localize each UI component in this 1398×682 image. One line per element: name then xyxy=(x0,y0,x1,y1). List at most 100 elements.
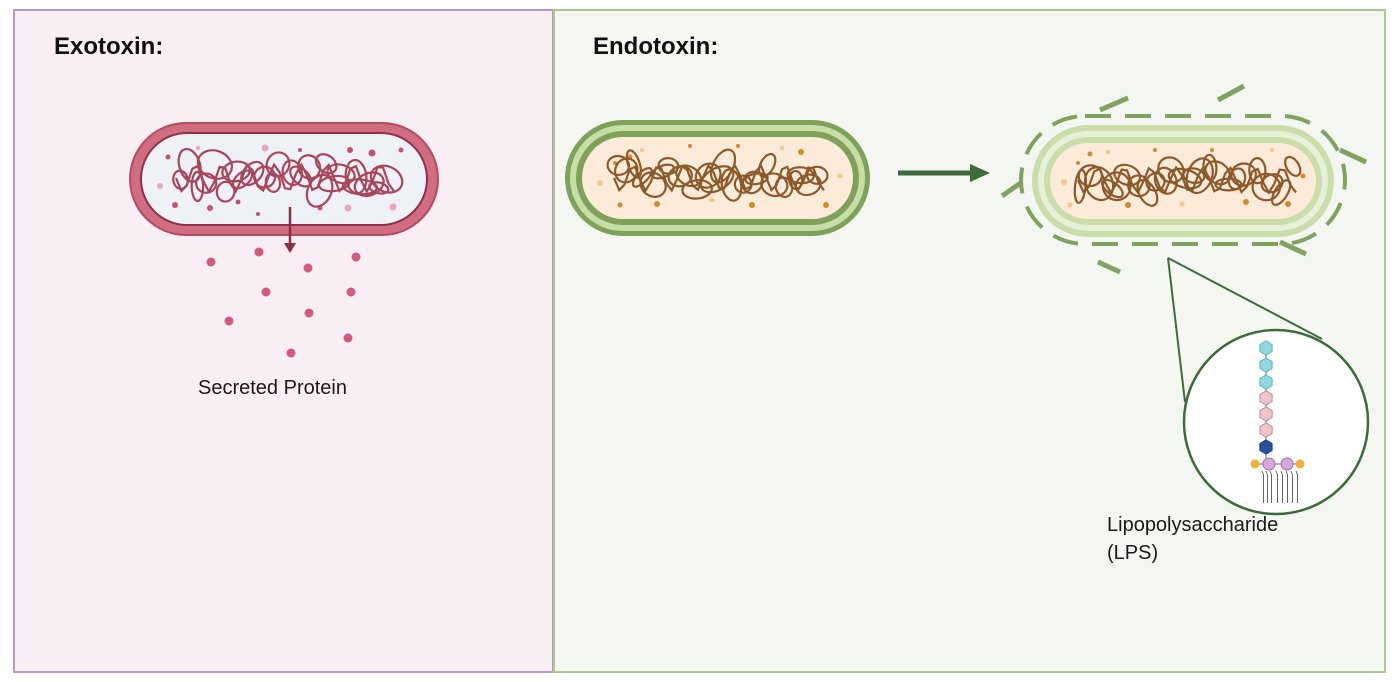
granule xyxy=(1106,150,1110,154)
secreted-proteins xyxy=(206,247,361,358)
lps-label-line1: Lipopolysaccharide xyxy=(1107,514,1279,536)
granule xyxy=(597,180,603,186)
dna-loop xyxy=(305,173,334,208)
granule xyxy=(613,161,617,165)
endotoxin-bacterium-lysing xyxy=(1019,114,1347,246)
granule xyxy=(736,144,740,148)
kdo-sugar xyxy=(1259,439,1273,455)
secreted-protein xyxy=(261,287,271,297)
granule xyxy=(1243,199,1249,205)
dna-loop xyxy=(369,164,404,194)
secreted-protein xyxy=(343,333,353,343)
phosphate-group xyxy=(1250,459,1260,469)
secreted-protein xyxy=(303,263,313,273)
phosphate-group xyxy=(1295,459,1305,469)
core-sugar xyxy=(1259,390,1273,406)
granule xyxy=(398,147,404,153)
granule xyxy=(196,146,200,150)
o-antigen-sugar xyxy=(1259,340,1273,356)
o-antigen-sugar xyxy=(1259,374,1273,390)
granule xyxy=(1125,202,1131,208)
lps-molecule xyxy=(1250,340,1305,503)
granule xyxy=(172,202,178,208)
dna-loop xyxy=(1101,171,1132,202)
granule xyxy=(235,199,241,205)
granule xyxy=(640,148,644,152)
exotoxin-bacterium xyxy=(129,122,439,236)
dna-loop xyxy=(196,149,233,180)
secreted-protein xyxy=(304,308,314,318)
nucleoid-dna xyxy=(606,148,829,202)
dna-loop xyxy=(265,151,291,178)
granule xyxy=(347,147,353,153)
granule xyxy=(157,183,163,189)
dna-loop xyxy=(1113,163,1142,187)
granule xyxy=(654,201,660,207)
dna-loop xyxy=(195,172,218,194)
dna-loop xyxy=(326,163,356,185)
lipid-a-glucosamine xyxy=(1280,457,1294,471)
granule xyxy=(837,173,843,179)
o-antigen-sugar xyxy=(1259,357,1273,373)
dna-loop xyxy=(1126,174,1151,198)
dna-loop xyxy=(314,153,338,175)
dna-loop xyxy=(215,180,236,203)
granule xyxy=(1285,201,1291,207)
granule xyxy=(617,202,623,208)
dna-loop xyxy=(758,152,777,178)
dna-loop xyxy=(177,147,202,183)
lipid-a-glucosamine xyxy=(1262,457,1276,471)
granule xyxy=(165,154,171,160)
granule xyxy=(1270,148,1274,152)
granule xyxy=(823,202,829,208)
core-sugar xyxy=(1259,406,1273,422)
cytoplasm-granules xyxy=(597,144,843,208)
dna-loop xyxy=(281,159,303,187)
granule xyxy=(780,146,784,150)
granule xyxy=(1300,173,1306,179)
dna-loop xyxy=(760,172,789,198)
secreted-protein xyxy=(351,252,361,262)
nucleoid-dna xyxy=(172,147,404,208)
nucleoid-dna xyxy=(1073,153,1302,207)
secreted-protein xyxy=(346,287,356,297)
outer-membrane-fragments xyxy=(1019,114,1347,246)
granule xyxy=(298,148,302,152)
dna-loop xyxy=(720,168,743,202)
granule xyxy=(344,204,352,212)
cytoplasm-granules xyxy=(1061,148,1306,208)
exotoxin-panel xyxy=(13,9,554,673)
secretion-arrow xyxy=(284,207,296,253)
secreted-protein xyxy=(224,316,234,326)
secreted-protein-label: Secreted Protein xyxy=(198,377,347,399)
granule xyxy=(1061,179,1067,185)
granule xyxy=(709,197,715,203)
granule xyxy=(798,149,804,155)
dna-loop xyxy=(1284,155,1302,177)
granule xyxy=(1067,202,1073,208)
dna-loop xyxy=(1182,167,1206,185)
dna-loop xyxy=(1153,166,1178,195)
lysis-arrow xyxy=(898,164,990,182)
granule xyxy=(368,149,376,157)
dna-loop xyxy=(1230,162,1257,187)
granule xyxy=(261,144,269,152)
dna-loop xyxy=(639,171,667,198)
cytoplasm-granules xyxy=(157,144,404,216)
secreted-protein xyxy=(286,348,296,358)
granule xyxy=(1087,151,1093,157)
released-lps-fragments xyxy=(1000,83,1368,275)
granule xyxy=(389,203,397,211)
exotoxin-title: Exotoxin: xyxy=(54,33,164,60)
lps-label-line2: (LPS) xyxy=(1107,542,1159,564)
dna-loop xyxy=(1227,167,1247,191)
granule xyxy=(749,202,755,208)
dna-loop xyxy=(1248,157,1267,185)
granule xyxy=(1179,201,1185,207)
lps-zoom-callout xyxy=(1167,257,1370,516)
dna-loop xyxy=(353,171,385,198)
granule xyxy=(688,144,692,148)
endotoxin-bacterium-intact xyxy=(565,120,870,236)
